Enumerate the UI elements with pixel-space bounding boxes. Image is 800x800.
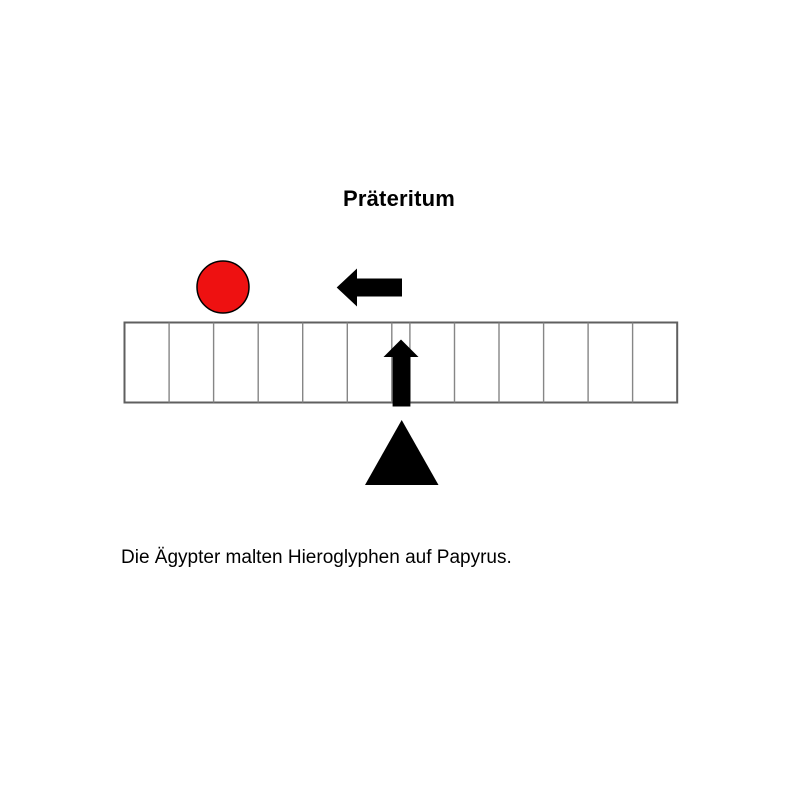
example-sentence: Die Ägypter malten Hieroglyphen auf Papy… [121, 547, 512, 568]
left-arrow-icon [336, 268, 402, 307]
red-circle-icon [196, 260, 250, 314]
triangle-pointer-icon [365, 420, 439, 485]
slide-title: Präteritum [342, 186, 456, 211]
up-arrow-icon [383, 339, 419, 407]
